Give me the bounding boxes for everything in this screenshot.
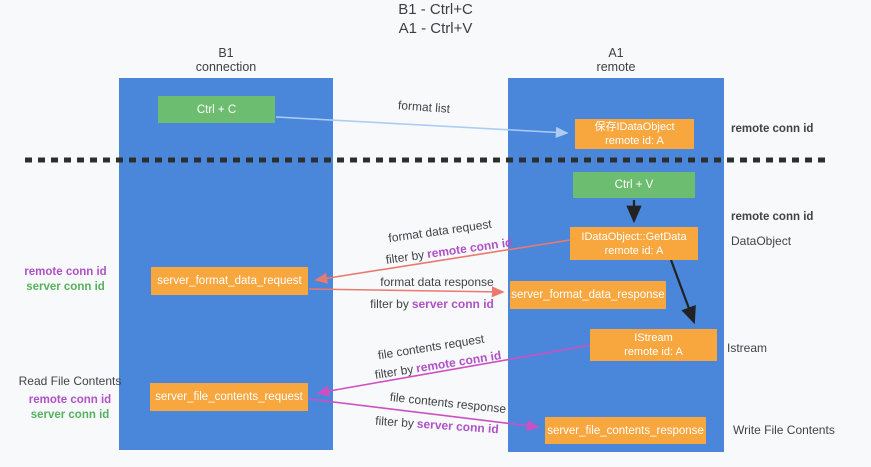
server-file-contents-request-box: server_file_contents_request xyxy=(150,383,308,411)
lane-header-b1: B1 connection xyxy=(119,46,333,74)
lane-header-a1: A1 remote xyxy=(508,46,724,74)
ctrl-v-box: Ctrl + V xyxy=(573,172,695,198)
right-write-file-contents-label: Write File Contents xyxy=(733,423,835,437)
left-conn-ids-format: remote conn id server conn id xyxy=(18,265,113,295)
server-conn-id-label: server conn id xyxy=(30,409,110,421)
remote-conn-id-label: remote conn id xyxy=(24,266,107,278)
right-remote-conn-id-2: remote conn id xyxy=(731,211,814,223)
right-dataobject-label: DataObject xyxy=(731,234,792,248)
read-file-contents-label: Read File Contents xyxy=(18,374,122,388)
istream-line1: IStream xyxy=(634,332,673,344)
label-format-list: format list xyxy=(397,98,451,116)
server-file-contents-request-label: server_file_contents_request xyxy=(155,391,303,403)
filter-by-text: filter by xyxy=(384,247,426,267)
title-line-1: B1 - Ctrl+C xyxy=(398,1,473,18)
lane-a1-subtitle: remote xyxy=(596,60,636,74)
label-file-contents-response: file contents response xyxy=(389,389,507,417)
save-idataobject-line2: remote id: A xyxy=(605,135,664,147)
filter-by-text: filter by xyxy=(373,362,415,382)
filter-by-text: filter by xyxy=(374,413,415,431)
server-conn-id-text: server conn id xyxy=(416,416,500,437)
title-line-2: A1 - Ctrl+V xyxy=(398,20,473,37)
server-file-contents-response-box: server_file_contents_response xyxy=(545,417,706,444)
server-format-data-request-box: server_format_data_request xyxy=(151,267,308,295)
getdata-line1: IDataObject::GetData xyxy=(581,230,687,243)
right-istream-label: Istream xyxy=(727,341,768,355)
arrow-format-data-response xyxy=(308,286,505,298)
remote-conn-id-label: remote conn id xyxy=(28,394,112,406)
save-idataobject-line1: 保存IDataObject xyxy=(594,121,675,133)
server-file-contents-response-label: server_file_contents_response xyxy=(547,424,704,437)
left-read-file-contents-block: Read File Contents remote conn id server… xyxy=(15,374,125,423)
ctrl-v-label: Ctrl + V xyxy=(614,179,654,191)
idataobject-getdata-box: IDataObject::GetData remote id: A xyxy=(570,227,698,260)
ctrl-c-label: Ctrl + C xyxy=(196,103,237,116)
filter-by-text: filter by xyxy=(370,297,409,311)
lane-b1-title: B1 xyxy=(218,46,234,60)
right-remote-conn-id-1: remote conn id xyxy=(731,123,814,135)
getdata-line2: remote id: A xyxy=(604,244,664,257)
istream-line2: remote id: A xyxy=(624,346,683,358)
diagram-title: B1 - Ctrl+C A1 - Ctrl+V xyxy=(0,0,871,38)
remote-conn-id-text: remote conn id xyxy=(426,235,514,262)
server-format-data-request-label: server_format_data_request xyxy=(157,275,302,287)
server-conn-id-label: server conn id xyxy=(26,281,105,293)
save-idataobject-box: 保存IDataObject remote id: A xyxy=(575,119,694,149)
lane-b1-subtitle: connection xyxy=(195,60,257,74)
ctrl-c-box: Ctrl + C xyxy=(158,96,275,123)
lane-a1-title: A1 xyxy=(608,46,624,60)
istream-box: IStream remote id: A xyxy=(590,329,717,361)
server-conn-id-text: server conn id xyxy=(411,297,494,311)
server-format-data-response-box: server_format_data_response xyxy=(510,281,666,309)
label-format-data-response: format data response xyxy=(380,275,494,289)
server-format-data-response-label: server_format_data_response xyxy=(511,289,665,301)
